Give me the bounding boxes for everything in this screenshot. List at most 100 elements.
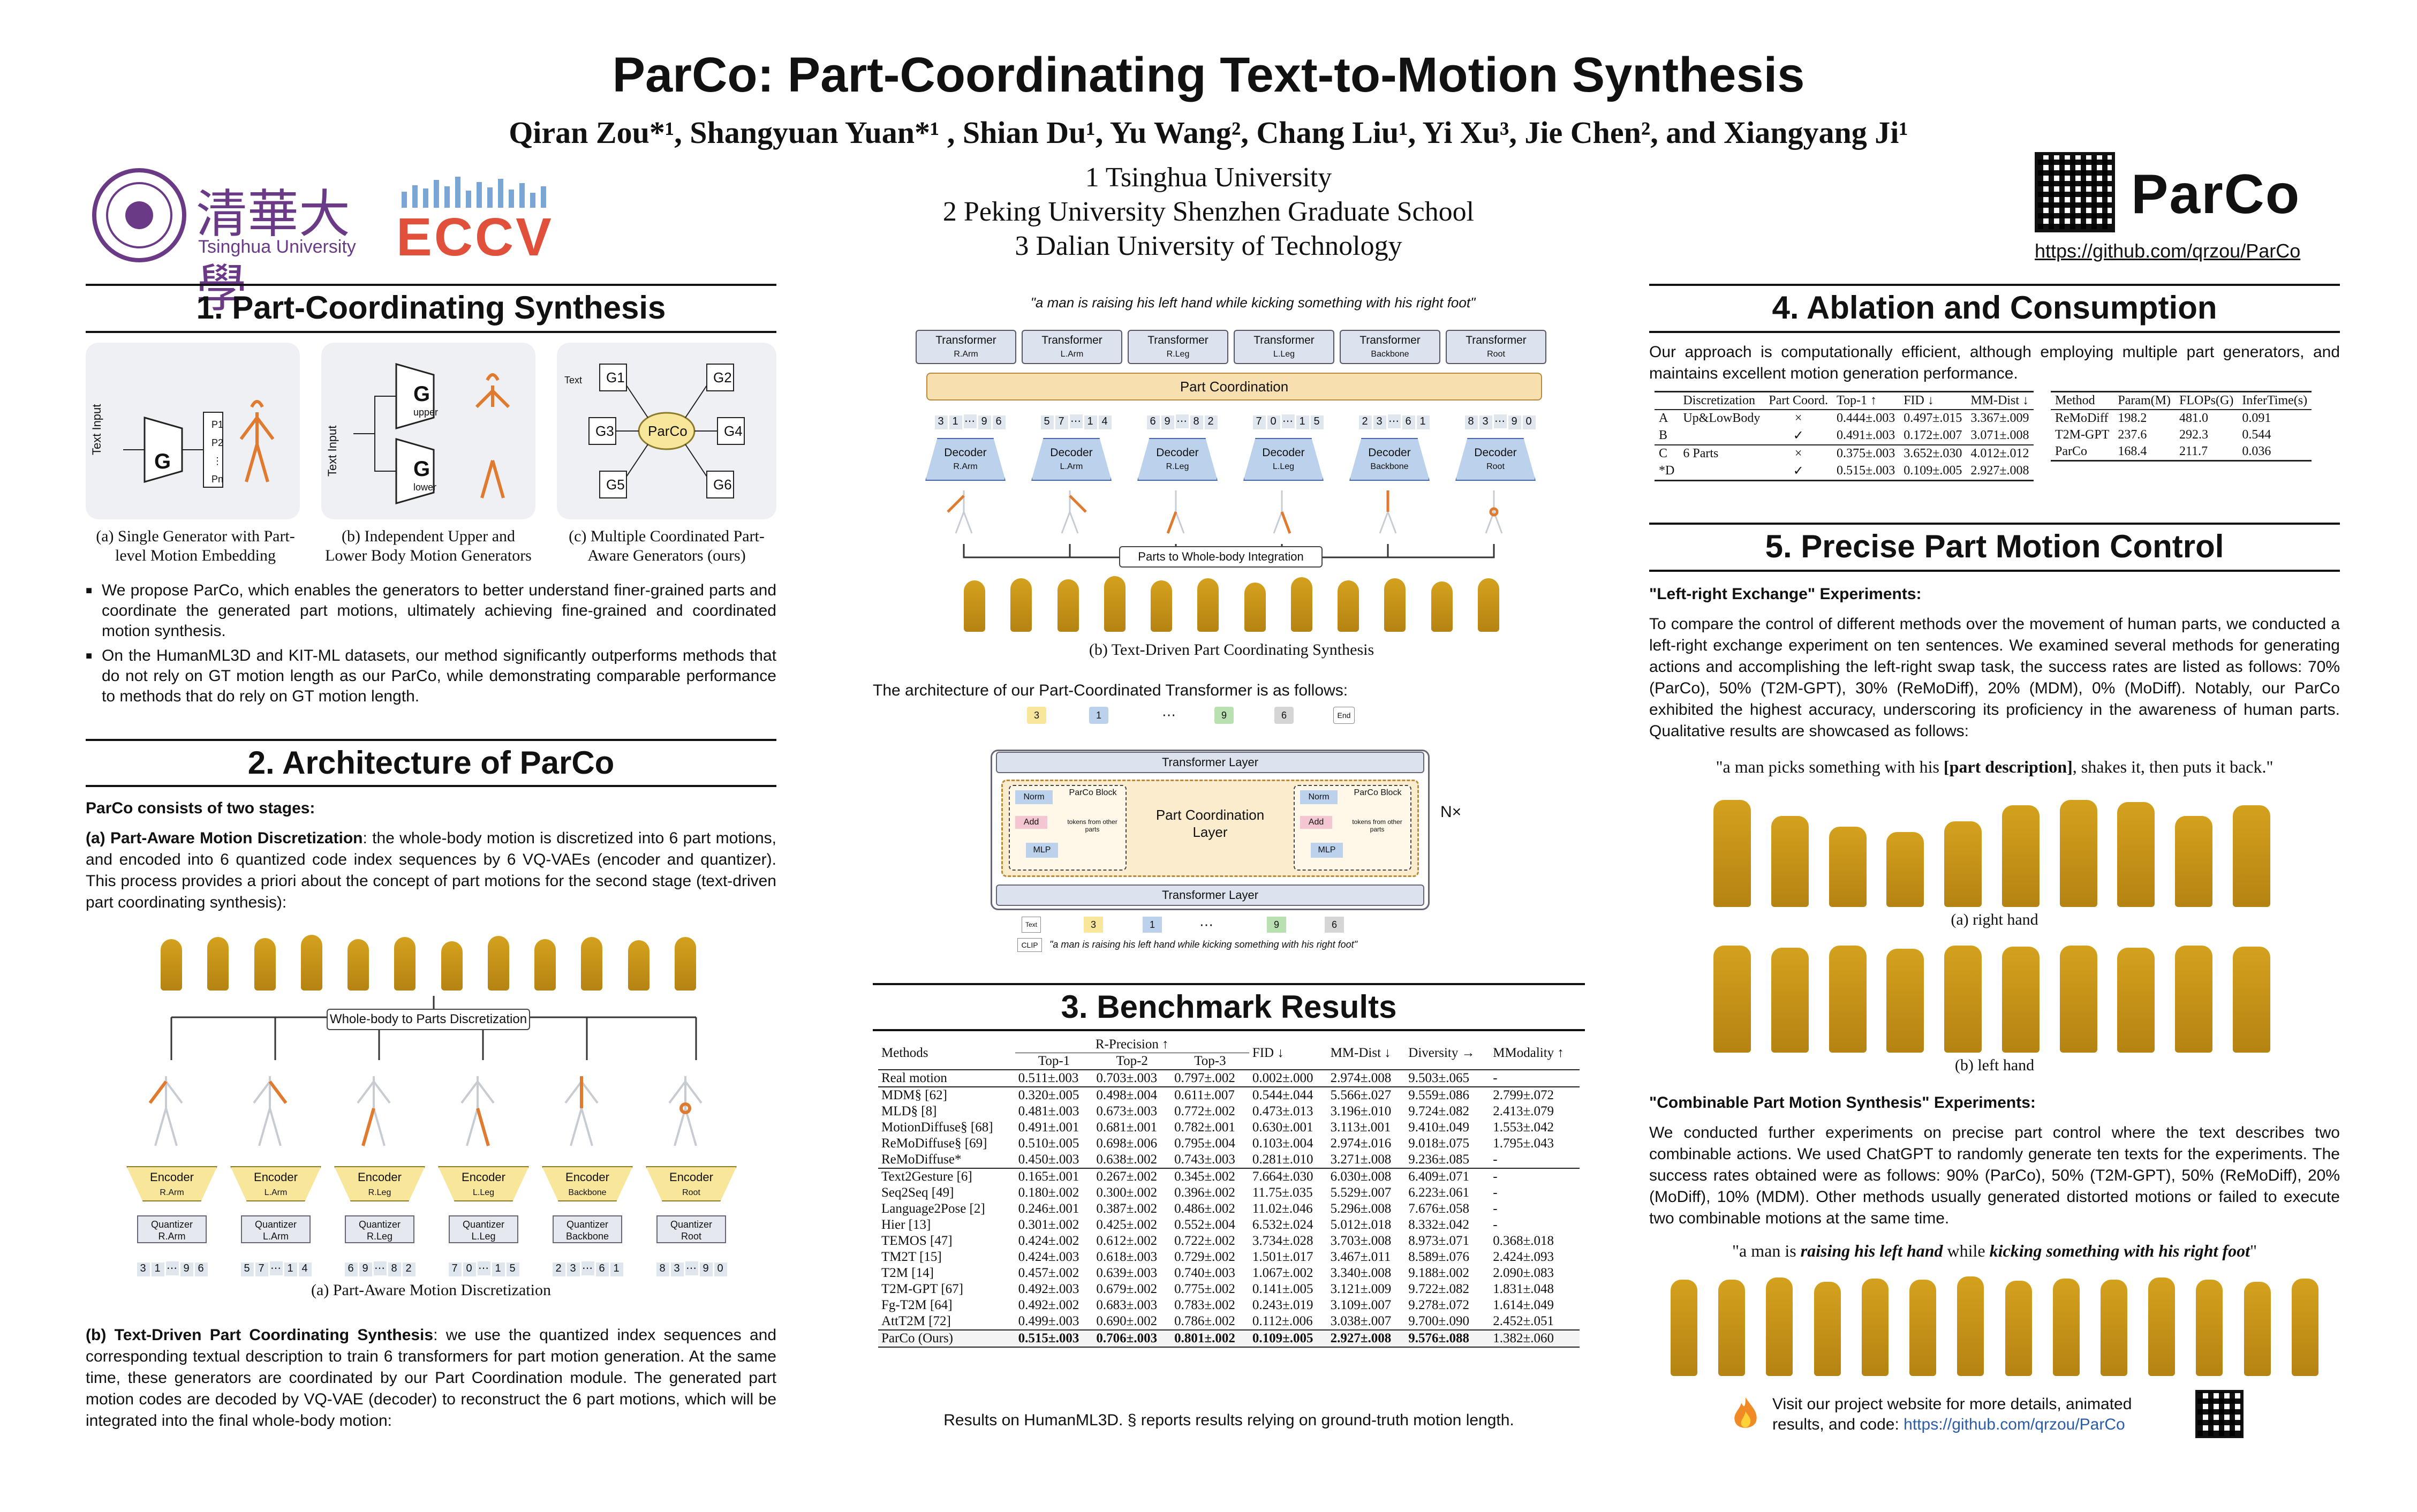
arch-top-token-3: 9 (1214, 707, 1234, 724)
eccv-bars-icon (402, 177, 546, 208)
combined-motion-strip (1671, 1274, 2318, 1376)
motion-frame (1766, 1277, 1793, 1376)
figure-1a-caption: (a) Single Generator with Part-level Mot… (96, 527, 295, 564)
arch-end-token: End (1333, 707, 1355, 724)
motion-frame (2117, 948, 2155, 1053)
arch-norm-right: Norm (1300, 790, 1338, 804)
figure-1a: Text Input G P1 P2 ⋮ Pn (86, 343, 300, 519)
fig1b-upper-label: upper (413, 407, 439, 418)
motion-frame (1909, 1280, 1937, 1376)
motion-frame (2291, 1279, 2318, 1376)
motion-frame (2232, 947, 2270, 1053)
visit-link[interactable]: https://github.com/qrzou/ParCo (1904, 1416, 2125, 1433)
section2-stage-b: (b) Text-Driven Part Coordinating Synthe… (86, 1325, 776, 1432)
motion-frame (1713, 800, 1751, 907)
stage-a-label: (a) Part-Aware Motion Discretization (86, 829, 363, 847)
section3-rule-bottom (873, 1029, 1585, 1031)
arch-center-label: Part Coordination Layer (1155, 807, 1265, 840)
motion-frame (1886, 949, 1924, 1053)
stage-a-part-motions (129, 1065, 739, 1156)
bench-h-top2: Top-2 (1116, 1054, 1148, 1068)
motion-frame (348, 939, 369, 991)
exp2-quote-bold-1: raising his left hand (1800, 1241, 1943, 1260)
stage-a-text: : the whole-body motion is discretized i… (86, 829, 776, 911)
fig1b-lower-generator-label: G (413, 457, 430, 481)
bench-h-top3: Top-3 (1194, 1054, 1226, 1068)
left-hand-motion-strip (1713, 935, 2270, 1053)
figure-1c: ParCo G1 G2 G3 G4 G5 G6 Text (557, 343, 776, 519)
fig1c-g5: G5 (606, 477, 625, 493)
section4-rule-top (1649, 284, 2340, 286)
bench-h-mmodality: MModality ↑ (1493, 1045, 1564, 1060)
motion-frame (1290, 577, 1312, 632)
figure-1b-caption: (b) Independent Upper and Lower Body Mot… (325, 527, 532, 564)
motion-frame (581, 937, 603, 991)
abl-h-discretization: Discretization (1683, 394, 1755, 407)
motion-frame (441, 941, 463, 991)
motion-frame (2100, 1280, 2127, 1376)
arch-mlp-left: MLP (1026, 843, 1058, 858)
motion-frame (674, 937, 696, 991)
figure-2b-caption: (b) Text-Driven Part Coordinating Synthe… (1089, 641, 1374, 659)
section3-rule-top (873, 983, 1585, 985)
right-hand-motion-strip (1713, 789, 2270, 907)
repo-link[interactable]: https://github.com/qrzou/ParCo (2035, 240, 2301, 262)
motion-frame (1197, 578, 1219, 632)
section5-rule-bottom (1649, 570, 2340, 572)
motion-frame (207, 937, 229, 991)
benchmark-table: Methods R-Precision ↑ FID ↓ MM-Dist ↓ Di… (878, 1037, 1580, 1348)
center-prompt: "a man is raising his left hand while ki… (1030, 294, 1476, 311)
abl-h-mmdist: MM-Dist ↓ (1970, 394, 2029, 407)
exp2-quote-bold-2: kicking something with his right foot (1989, 1241, 2250, 1260)
abl-h-partcoord: Part Coord. (1769, 394, 1829, 407)
motion-frame (487, 936, 509, 991)
fig1a-part-list: P1 P2 ⋮ Pn (208, 415, 227, 488)
bench-h-rprec: R-Precision ↑ (1015, 1037, 1249, 1053)
visit-text: Visit our project website for more detai… (1772, 1395, 2132, 1433)
part-coordination-bar: Part Coordination (926, 373, 1542, 400)
fig1b-text-input-label: Text Input (326, 425, 339, 477)
abl-h-fid: FID ↓ (1904, 394, 1934, 407)
section4-text: Our approach is computationally efficien… (1649, 343, 2340, 382)
motion-frame (1384, 578, 1406, 632)
arch-mlp-right: MLP (1311, 843, 1343, 858)
exp2-text: We conducted further experiments on prec… (1649, 1124, 2340, 1227)
cons-h-flops: FLOPs(G) (2179, 394, 2234, 407)
arch-clip: CLIP (1017, 938, 1042, 952)
parco-wordmark: ParCo (2131, 163, 2301, 225)
motion-frame (254, 938, 276, 991)
section3-title: 3. Benchmark Results (1061, 989, 1397, 1025)
arch-block-label-right: ParCo Block (1354, 788, 1402, 797)
parco-logo-block: ParCo https://github.com/qrzou/ParCo (2035, 152, 2335, 270)
discretization-label: Whole-body to Parts Discretization (327, 1009, 530, 1030)
benchmark-table-wrap: Methods R-Precision ↑ FID ↓ MM-Dist ↓ Di… (878, 1037, 1580, 1348)
fig1b-upper-generator-label: G (413, 382, 430, 406)
section1-rule-bottom (86, 331, 776, 333)
fig1c-g6: G6 (713, 477, 732, 493)
motion-frame (964, 580, 985, 632)
arch-top-token-1: 3 (1027, 707, 1046, 724)
eccv-wordmark: ECCV (396, 207, 554, 267)
tsinghua-logo: 清華大學 Tsinghua University (91, 167, 391, 319)
center-motion-strip (964, 573, 1499, 632)
bench-h-mmdist: MM-Dist ↓ (1330, 1045, 1391, 1060)
motion-frame (2059, 800, 2097, 907)
fig1a-diagram (123, 400, 275, 488)
arch-repeat-label: N× (1440, 803, 1462, 821)
fig1a-part-ellipsis: ⋮ (213, 456, 222, 466)
fig1c-g3: G3 (595, 423, 614, 439)
arch-bottom-token-ellipsis: ⋯ (1199, 917, 1213, 933)
